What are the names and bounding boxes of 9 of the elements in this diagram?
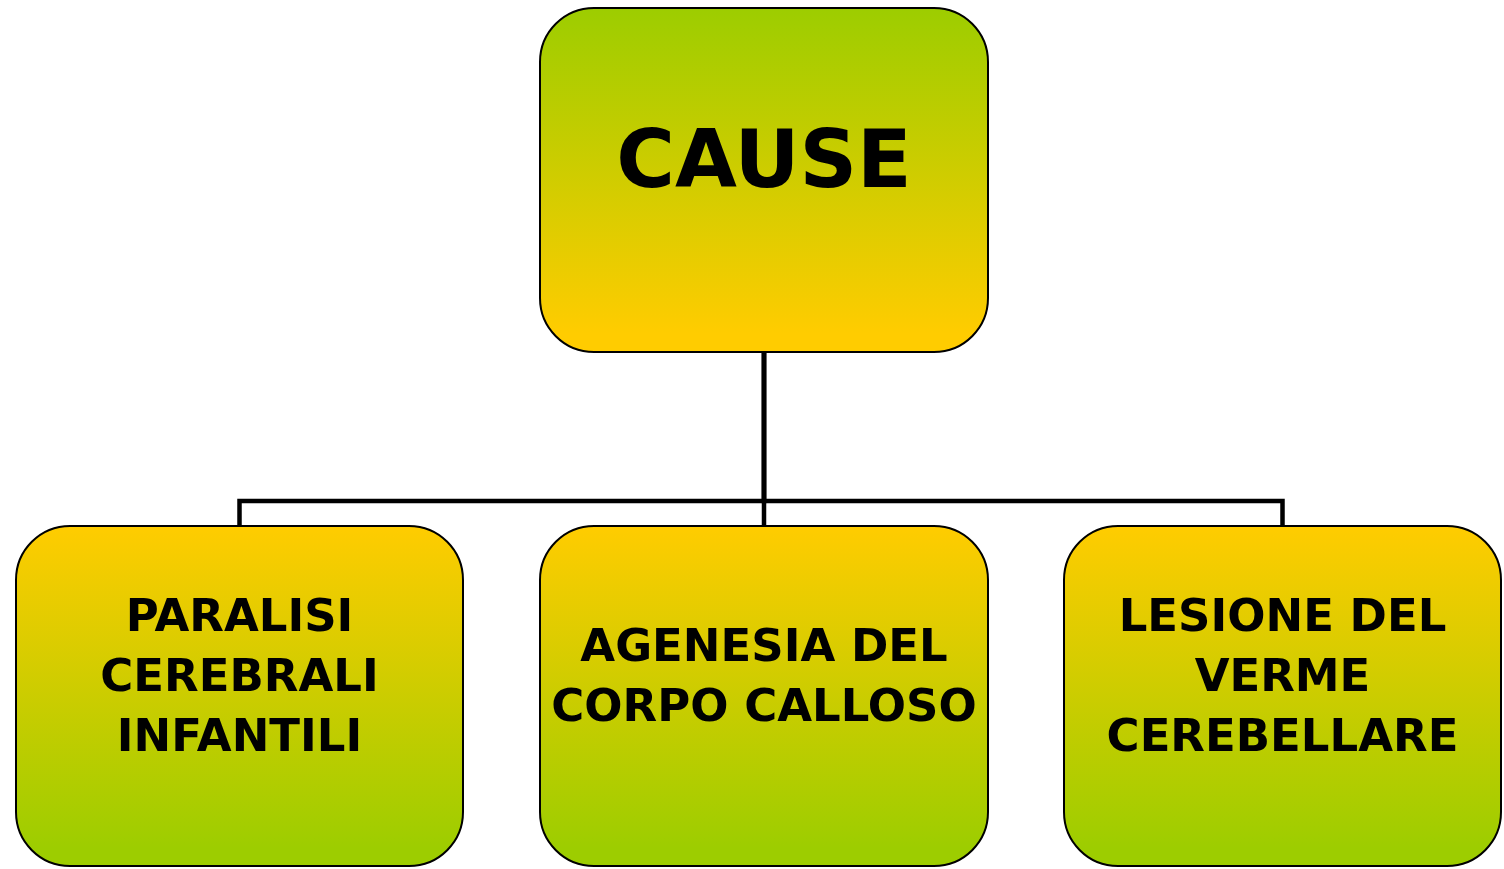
box-label: CAUSE — [616, 111, 912, 208]
box-label: PARALISI CEREBRALI INFANTILI — [99, 588, 380, 764]
rounded-box — [15, 525, 464, 867]
connector-line — [761, 353, 1285, 525]
box-label: LESIONE DEL VERME CEREBELLARE — [1105, 588, 1460, 764]
rounded-box — [1063, 525, 1502, 867]
rounded-box — [539, 525, 989, 867]
rounded-box — [539, 7, 989, 353]
box-label: AGENESIA DEL CORPO CALLOSO — [550, 618, 978, 734]
